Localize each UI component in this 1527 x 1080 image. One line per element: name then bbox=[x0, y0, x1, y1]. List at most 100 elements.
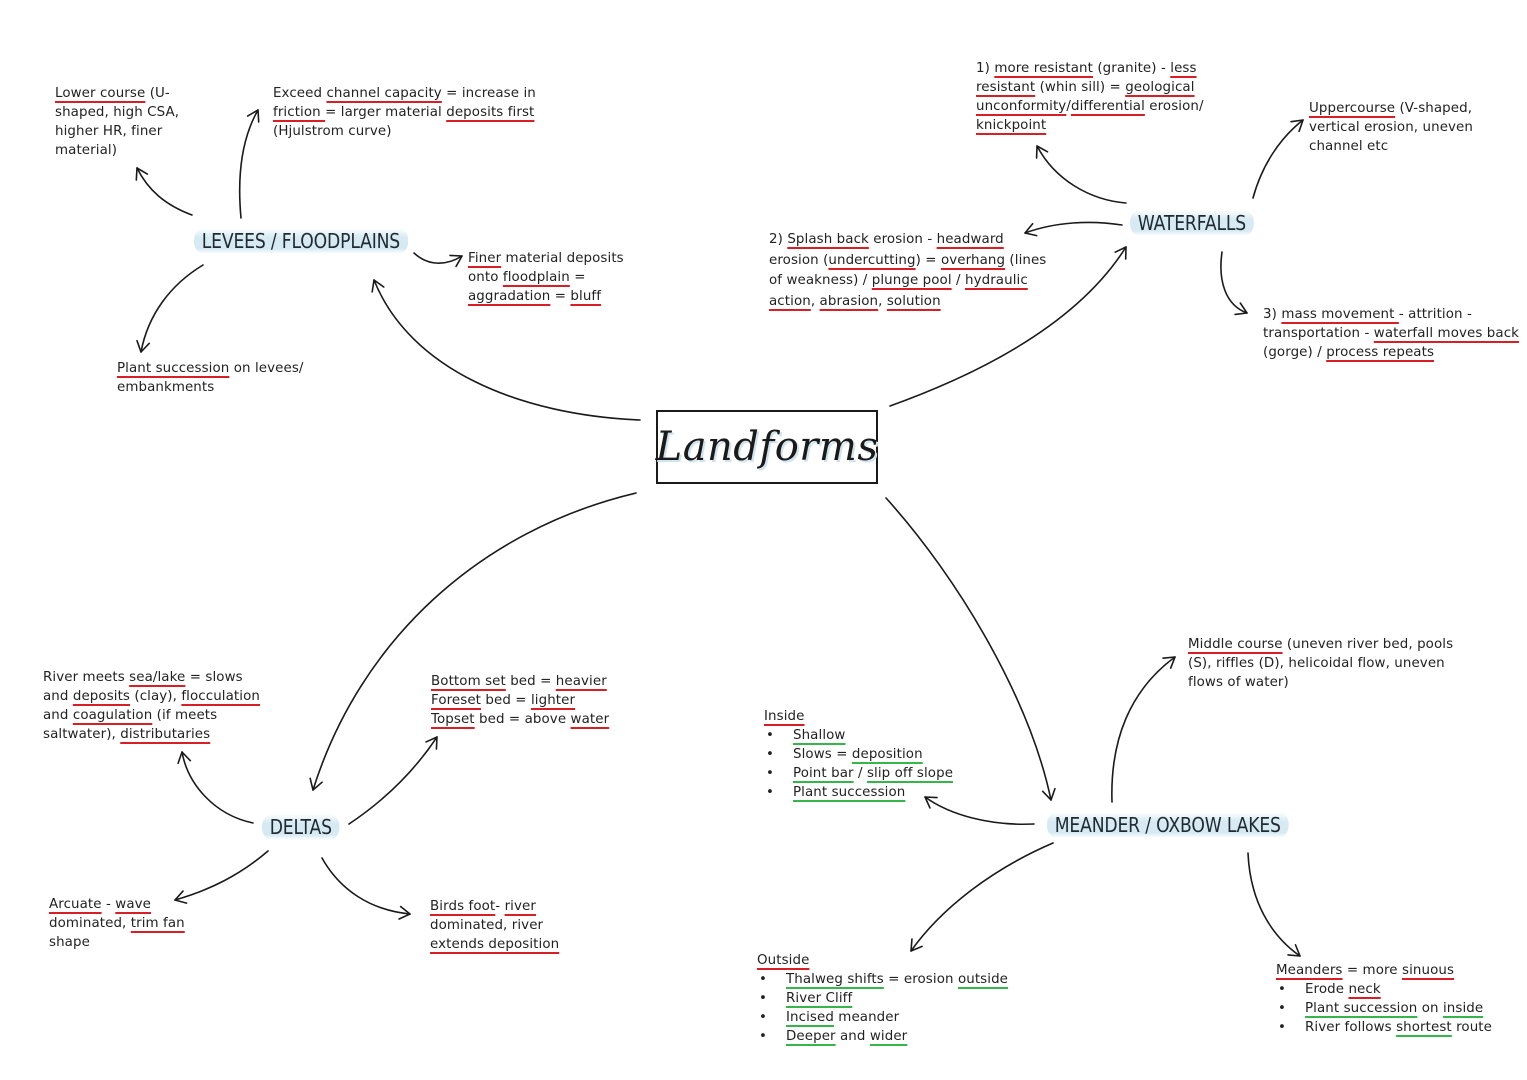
note-text: (Hjulstrom curve) bbox=[273, 124, 392, 139]
arrow-waterfalls-to-mass bbox=[1220, 251, 1248, 314]
note-text: (clay), bbox=[130, 689, 182, 704]
keyword-text: aggradation bbox=[468, 289, 551, 304]
keyword-text: process repeats bbox=[1326, 345, 1435, 360]
keyword-text: hydraulic bbox=[964, 273, 1028, 288]
note-text: vertical erosion, uneven bbox=[1309, 120, 1473, 135]
note-text: (U- bbox=[145, 86, 170, 101]
arrow-meander-to-meanders-head bbox=[1287, 944, 1301, 957]
arrow-deltas-to-beds-head bbox=[425, 736, 438, 750]
note-line: material) bbox=[55, 141, 179, 160]
keyword-text: friction bbox=[273, 105, 326, 120]
note-text: - bbox=[495, 899, 505, 914]
note-text: / bbox=[1066, 99, 1071, 114]
note-meanders-sinuous: Meanders = more sinuousErode neckPlant s… bbox=[1276, 961, 1492, 1037]
note-line: dominated, river bbox=[430, 916, 559, 935]
bullet-item: Point bar / slip off slope bbox=[764, 764, 953, 783]
note-line: Foreset bed = lighter bbox=[431, 691, 609, 710]
bullet-item: Slows = deposition bbox=[764, 745, 953, 764]
note-text: shaped, high CSA, bbox=[55, 105, 180, 120]
heading-levees-floodplains: LEVEES / FLOODPLAINS bbox=[194, 228, 408, 254]
bullet-item: Plant succession on inside bbox=[1276, 999, 1492, 1018]
keyword-text: Inside bbox=[764, 709, 805, 724]
keyword-text: River Cliff bbox=[786, 991, 853, 1006]
keyword-text: deposits bbox=[72, 689, 131, 704]
note-text: - bbox=[101, 897, 116, 912]
keyword-text: water bbox=[570, 712, 610, 727]
bullet-item: Incised meander bbox=[757, 1008, 1008, 1027]
bullet-item: River follows shortest route bbox=[1276, 1018, 1492, 1037]
keyword-text: differential bbox=[1070, 99, 1145, 114]
note-text: ) = bbox=[915, 252, 941, 268]
note-text: (S), riffles (D), helicoidal flow, uneve… bbox=[1188, 656, 1445, 671]
bullet-item: Deeper and wider bbox=[757, 1027, 1008, 1046]
keyword-text: Splash back bbox=[787, 232, 869, 247]
heading-waterfalls: WATERFALLS bbox=[1130, 210, 1254, 236]
arrow-meander-to-middle-head bbox=[1162, 656, 1176, 669]
note-line: vertical erosion, uneven bbox=[1309, 118, 1473, 137]
keyword-text: coagulation bbox=[72, 708, 153, 723]
note-text: channel etc bbox=[1309, 139, 1389, 154]
note-text: River follows bbox=[1305, 1020, 1397, 1035]
keyword-text: floodplain bbox=[502, 270, 570, 285]
note-text: of weakness) / bbox=[769, 273, 872, 288]
note-line: unconformity/differential erosion/ bbox=[976, 97, 1204, 116]
keyword-text: channel capacity bbox=[326, 86, 442, 101]
heading-deltas: DELTAS bbox=[262, 814, 340, 840]
keyword-text: undercutting bbox=[828, 252, 916, 268]
keyword-text: unconformity bbox=[976, 99, 1067, 114]
bullet-item: River Cliff bbox=[757, 989, 1008, 1008]
keyword-text: outside bbox=[957, 972, 1009, 987]
note-line: knickpoint bbox=[976, 116, 1204, 135]
note-list-title: Meanders = more sinuous bbox=[1276, 961, 1492, 980]
keyword-text: lighter bbox=[530, 693, 576, 708]
note-text: = bbox=[569, 270, 586, 285]
note-line: Plant succession on levees/ bbox=[117, 359, 304, 378]
keyword-text: Arcuate bbox=[49, 897, 102, 912]
note-inside-bend: InsideShallowSlows = depositionPoint bar… bbox=[764, 707, 953, 802]
keyword-text: Outside bbox=[757, 953, 810, 968]
note-line: Arcuate - wave bbox=[49, 895, 185, 914]
bullet-item: Plant succession bbox=[764, 783, 953, 802]
keyword-text: sea/lake bbox=[129, 670, 186, 685]
note-line: onto floodplain = bbox=[468, 268, 624, 287]
note-line: Lower course (U- bbox=[55, 84, 179, 103]
note-text: Exceed bbox=[273, 86, 327, 101]
arrow-levees-to-finer bbox=[413, 252, 463, 264]
note-outside-bend: OutsideThalweg shifts = erosion outsideR… bbox=[757, 951, 1008, 1046]
arrow-levees-to-plant bbox=[140, 264, 204, 353]
arrow-meander-to-outside-head bbox=[910, 938, 923, 952]
arrow-levees-to-exceed-head bbox=[246, 109, 260, 123]
note-text: 3) bbox=[1263, 307, 1282, 322]
note-text: (gorge) / bbox=[1263, 345, 1327, 360]
keyword-text: heavier bbox=[555, 674, 607, 689]
arrow-deltas-to-birds bbox=[321, 857, 411, 915]
note-text: material deposits bbox=[501, 251, 624, 266]
keyword-text: headward bbox=[936, 232, 1004, 247]
note-line: Topset bed = above water bbox=[431, 710, 609, 729]
keyword-text: distributaries bbox=[120, 727, 211, 742]
note-line: action, abrasion, solution bbox=[769, 292, 1046, 313]
keyword-text: overhang bbox=[940, 252, 1006, 268]
note-text: onto bbox=[468, 270, 503, 285]
arrow-center-to-deltas bbox=[312, 492, 637, 791]
arrow-deltas-to-arcuate bbox=[174, 850, 269, 901]
note-line: River meets sea/lake = slows bbox=[43, 668, 260, 687]
note-text: and bbox=[43, 708, 73, 723]
note-text: dominated, river bbox=[430, 918, 544, 933]
note-text: = slows bbox=[185, 670, 243, 685]
keyword-text: Finer bbox=[468, 251, 502, 266]
note-line: 2) Splash back erosion - headward bbox=[769, 230, 1046, 251]
keyword-text: Birds foot bbox=[430, 899, 496, 914]
arrow-meander-to-outside bbox=[910, 842, 1054, 952]
arrow-waterfalls-to-splash bbox=[1024, 221, 1123, 234]
note-line: Uppercourse (V-shaped, bbox=[1309, 99, 1473, 118]
note-line: Bottom set bed = heavier bbox=[431, 672, 609, 691]
keyword-text: wider bbox=[869, 1029, 908, 1044]
note-line: dominated, trim fan bbox=[49, 914, 185, 933]
note-text: erosion - bbox=[868, 232, 937, 247]
note-lower-course: Lower course (U-shaped, high CSA,higher … bbox=[55, 84, 179, 160]
arrow-waterfalls-to-upper-head bbox=[1290, 119, 1304, 133]
note-text: (lines bbox=[1005, 252, 1047, 268]
note-plant-succession-levees: Plant succession on levees/embankments bbox=[117, 359, 304, 397]
